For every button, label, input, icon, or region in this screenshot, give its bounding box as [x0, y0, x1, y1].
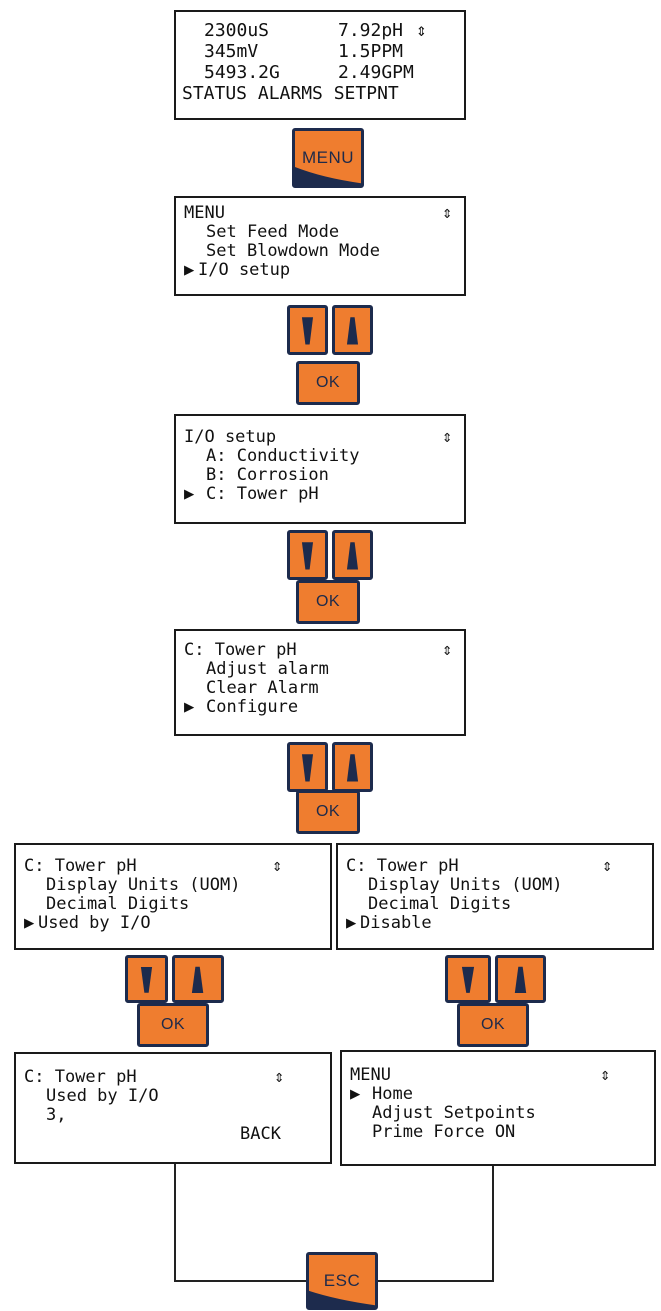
flow-value: 2.49GPM [338, 62, 414, 83]
selected-arrow-icon: ▶ [184, 697, 195, 717]
up-arrow-icon [191, 966, 204, 993]
ok-button[interactable]: OK [296, 580, 360, 624]
ok-button[interactable]: OK [296, 790, 360, 834]
conductivity-value: 2300uS [204, 20, 270, 41]
scroll-icon: ⇕ [416, 20, 427, 41]
menu-item-io-setup[interactable]: ▶I/O setup [184, 260, 291, 280]
status-tabs: STATUS ALARMS SETPNT [182, 83, 399, 104]
ok-label: OK [315, 803, 341, 820]
tower-used-title: C: Tower pH⇕ [24, 856, 283, 876]
used-detail-title: C: Tower pH⇕ [24, 1067, 285, 1087]
item-display-units[interactable]: Display Units (UOM) [368, 875, 563, 895]
up-button[interactable] [332, 305, 373, 355]
menu-button-label: MENU [301, 148, 355, 167]
tower-ph-screen: C: Tower pH⇕ Adjust alarm Clear Alarm ▶C… [174, 629, 466, 736]
selected-arrow-icon: ▶ [24, 913, 35, 933]
menu-item-home[interactable]: ▶Home [350, 1084, 413, 1104]
item-disable[interactable]: ▶Disable [346, 913, 432, 933]
scroll-icon: ⇕ [274, 1067, 285, 1087]
io-title: I/O setup⇕ [184, 427, 453, 447]
scroll-icon: ⇕ [272, 856, 283, 876]
ppm-value: 1.5PPM [338, 41, 404, 62]
tower-item-clear-alarm[interactable]: Clear Alarm [206, 678, 319, 698]
scroll-icon: ⇕ [442, 203, 453, 223]
tower-disable-screen: C: Tower pH⇕ Display Units (UOM) Decimal… [336, 843, 654, 950]
selected-arrow-icon: ▶ [184, 260, 195, 280]
up-button[interactable] [495, 955, 546, 1003]
ok-label: OK [480, 1016, 506, 1033]
used-detail-screen: C: Tower pH⇕ Used by I/O 3, BACK [14, 1052, 332, 1164]
down-arrow-icon [461, 966, 475, 993]
ok-button[interactable]: OK [296, 361, 360, 405]
scroll-icon: ⇕ [602, 856, 613, 876]
down-arrow-icon [301, 542, 314, 570]
down-button[interactable] [445, 955, 491, 1003]
used-by-io-value: 3, [46, 1105, 67, 1125]
down-button[interactable] [287, 530, 328, 580]
down-arrow-icon [301, 317, 314, 345]
selected-arrow-icon: ▶ [350, 1084, 361, 1104]
back-option[interactable]: BACK [240, 1124, 281, 1144]
connector-line [174, 1164, 176, 1282]
ok-label: OK [315, 374, 341, 391]
up-arrow-icon [514, 966, 527, 993]
menu-home-screen: MENU⇕ ▶Home Adjust Setpoints Prime Force… [340, 1050, 656, 1166]
ok-label: OK [315, 593, 341, 610]
item-decimal-digits[interactable]: Decimal Digits [368, 894, 512, 914]
menu-button[interactable]: MENU [292, 128, 364, 188]
scroll-icon: ⇕ [600, 1065, 611, 1085]
up-button[interactable] [332, 530, 373, 580]
orp-value: 345mV [204, 41, 259, 62]
ok-label: OK [160, 1016, 186, 1033]
down-arrow-icon [140, 966, 153, 993]
io-item-conductivity[interactable]: A: Conductivity [206, 446, 360, 466]
scroll-icon: ⇕ [442, 427, 453, 447]
down-arrow-icon [301, 754, 314, 782]
volume-value: 5493.2G [204, 62, 280, 83]
menu-home-title: MENU⇕ [350, 1065, 611, 1085]
io-item-corrosion[interactable]: B: Corrosion [206, 465, 329, 485]
menu-item-blowdown-mode[interactable]: Set Blowdown Mode [206, 241, 380, 261]
down-button[interactable] [287, 742, 328, 792]
item-used-by-io[interactable]: ▶Used by I/O [24, 913, 151, 933]
ph-value: 7.92pH [338, 20, 404, 41]
up-arrow-icon [346, 317, 359, 345]
down-button[interactable] [287, 305, 328, 355]
io-item-tower-ph[interactable]: ▶C: Tower pH [184, 484, 319, 504]
menu-screen: MENU⇕ Set Feed Mode Set Blowdown Mode ▶I… [174, 196, 466, 296]
ok-button[interactable]: OK [457, 1003, 529, 1047]
esc-button-shape-icon [309, 1290, 375, 1307]
item-display-units[interactable]: Display Units (UOM) [46, 875, 241, 895]
esc-button-label: ESC [323, 1271, 361, 1290]
up-arrow-icon [346, 754, 359, 782]
tower-item-configure[interactable]: ▶Configure [184, 697, 299, 717]
item-decimal-digits[interactable]: Decimal Digits [46, 894, 190, 914]
menu-button-shape-icon [295, 167, 361, 185]
tower-disable-title: C: Tower pH⇕ [346, 856, 613, 876]
tower-item-adjust-alarm[interactable]: Adjust alarm [206, 659, 329, 679]
up-button[interactable] [332, 742, 373, 792]
tower-title: C: Tower pH⇕ [184, 640, 453, 660]
menu-item-feed-mode[interactable]: Set Feed Mode [206, 222, 340, 242]
selected-arrow-icon: ▶ [184, 484, 195, 504]
tower-used-screen: C: Tower pH⇕ Display Units (UOM) Decimal… [14, 843, 332, 950]
up-arrow-icon [346, 542, 359, 570]
esc-button[interactable]: ESC [306, 1252, 378, 1310]
connector-line [492, 1166, 494, 1282]
status-screen: 2300uS 7.92pH ⇕ 345mV 1.5PPM 5493.2G 2.49GPM… [174, 10, 466, 120]
up-button[interactable] [172, 955, 224, 1003]
menu-item-prime-force[interactable]: Prime Force ON [372, 1122, 516, 1142]
used-by-io-label: Used by I/O [46, 1086, 159, 1106]
scroll-icon: ⇕ [442, 640, 453, 660]
selected-arrow-icon: ▶ [346, 913, 357, 933]
ok-button[interactable]: OK [137, 1003, 209, 1047]
menu-item-adjust-setpoints[interactable]: Adjust Setpoints [372, 1103, 536, 1123]
down-button[interactable] [125, 955, 168, 1003]
menu-title: MENU⇕ [184, 203, 453, 223]
io-setup-screen: I/O setup⇕ A: Conductivity B: Corrosion … [174, 414, 466, 524]
